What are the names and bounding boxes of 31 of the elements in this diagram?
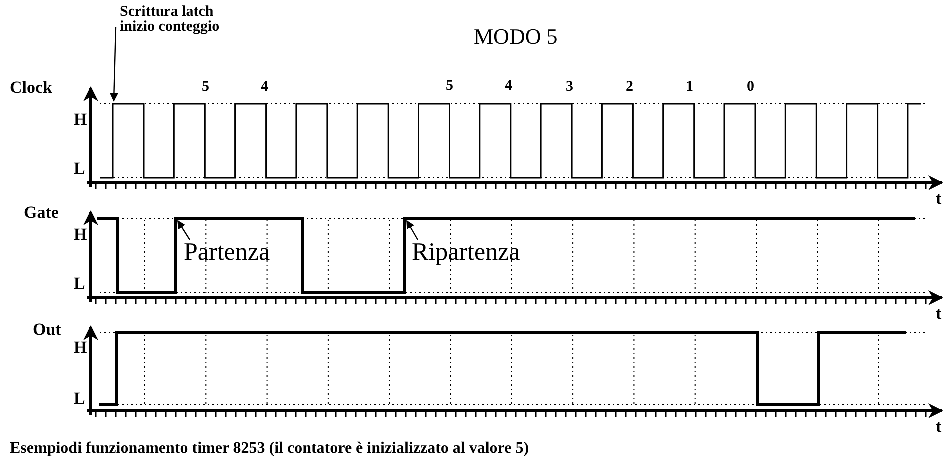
level-label: H	[74, 111, 88, 128]
gate-high-level	[174, 218, 304, 220]
count-value: 4	[261, 80, 268, 95]
count-value: 0	[747, 80, 754, 95]
level-label: L	[74, 390, 86, 407]
count-value: 1	[686, 80, 694, 95]
annotation-text: Ripartenza	[412, 240, 567, 265]
leader-arrow	[178, 220, 190, 240]
signal-name: Out	[33, 321, 62, 338]
clock-waveform	[99, 103, 922, 179]
axis-label: t	[936, 418, 942, 435]
count-value: 2	[626, 80, 634, 95]
gate-high-level	[404, 218, 916, 220]
axis-label: t	[936, 305, 942, 322]
level-label: L	[74, 275, 86, 292]
level-label: L	[74, 160, 86, 177]
leader-arrow	[110, 26, 118, 102]
count-value: 4	[505, 79, 512, 94]
leader-arrow	[406, 220, 419, 240]
count-value: 3	[566, 80, 574, 95]
level-label: H	[74, 226, 88, 243]
signal-name: Clock	[10, 79, 52, 96]
level-label: H	[74, 339, 88, 356]
title: MODO 5	[474, 26, 558, 48]
count-value: 5	[446, 79, 454, 94]
caption: Esempiodi funzionamento timer 8253 (il contatore è inizializzato al valore 5)	[10, 441, 530, 457]
axis-label: t	[936, 190, 942, 207]
signal-name: Gate	[24, 204, 59, 221]
count-value: 5	[202, 80, 210, 95]
annotation-text: Scrittura latch inizio conteggio	[120, 5, 235, 35]
annotation-text: Partenza	[184, 240, 304, 265]
